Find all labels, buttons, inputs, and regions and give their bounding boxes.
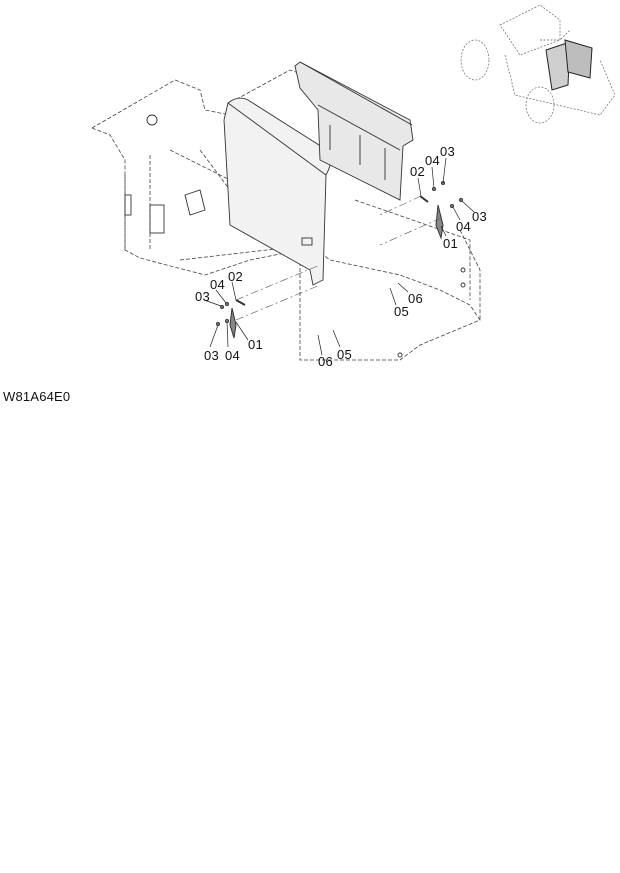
frame-illustration <box>91 4 616 361</box>
callout-06-center: 06 <box>318 354 334 369</box>
callout-02-right: 02 <box>410 164 426 179</box>
callout-04-right-upper: 04 <box>425 153 441 168</box>
parts-diagram: 01 02 03 04 03 04 02 04 03 01 04 03 06 0… <box>0 0 620 380</box>
callout-06-right: 06 <box>408 291 424 306</box>
callout-04-right-lower: 04 <box>456 219 472 234</box>
callout-03-left-upper: 03 <box>195 289 211 304</box>
callout-03-left-lower: 03 <box>204 348 220 363</box>
callout-04-left-upper: 04 <box>210 277 226 292</box>
locator-inset <box>460 4 616 124</box>
callout-05-center: 05 <box>337 347 353 362</box>
callout-05-right: 05 <box>394 304 410 319</box>
callout-03-right-lower: 03 <box>472 209 488 224</box>
callout-01-left: 01 <box>248 337 264 352</box>
callout-04-left-lower: 04 <box>225 348 241 363</box>
callout-02-left: 02 <box>228 269 244 284</box>
callout-01-right: 01 <box>443 236 459 251</box>
blank-page-area <box>0 420 620 873</box>
figure-id-label: W81A64E0 <box>3 389 71 404</box>
callout-03-right-upper: 03 <box>440 144 456 159</box>
